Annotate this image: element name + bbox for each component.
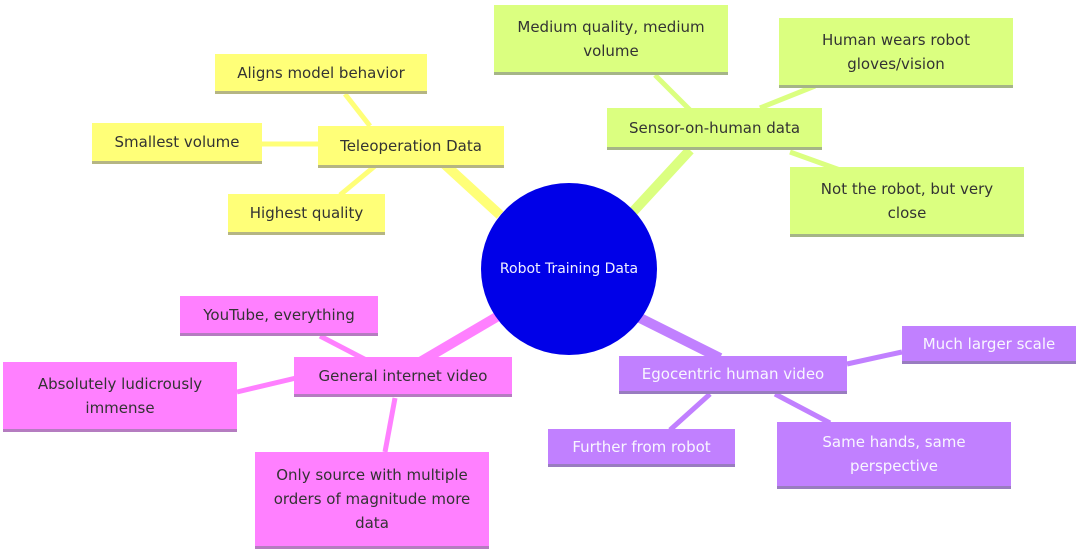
link-teleoperation-highest bbox=[338, 164, 377, 197]
leaf-label: Smallest volume bbox=[114, 133, 240, 151]
root-label: Robot Training Data bbox=[499, 261, 639, 277]
link-egocentric-further bbox=[668, 392, 712, 432]
leaf-robot-gloves: Human wears robot gloves/vision bbox=[779, 18, 1013, 88]
link-root-egocentric bbox=[637, 313, 723, 363]
branch-teleoperation: Teleoperation Data bbox=[318, 126, 504, 168]
leaf-label: Only source with multiple orders of magn… bbox=[273, 466, 471, 532]
branch-label: General internet video bbox=[318, 366, 488, 385]
leaf-same-hands-perspective: Same hands, same perspective bbox=[777, 422, 1011, 489]
link-internet-immense bbox=[236, 375, 297, 395]
leaf-ludicrously-immense: Absolutely ludicrously immense bbox=[3, 362, 237, 432]
branch-egocentric-human-video: Egocentric human video bbox=[619, 356, 847, 394]
link-teleoperation-aligns bbox=[343, 92, 372, 128]
link-sensor-gloves bbox=[759, 83, 816, 111]
leaf-label: Not the robot, but very close bbox=[820, 179, 994, 222]
branch-general-internet-video: General internet video bbox=[294, 357, 512, 397]
leaf-multiple-orders-magnitude: Only source with multiple orders of magn… bbox=[255, 452, 489, 549]
leaf-further-from-robot: Further from robot bbox=[548, 429, 735, 467]
leaf-label: Further from robot bbox=[572, 437, 711, 456]
leaf-label: Highest quality bbox=[249, 204, 364, 222]
leaf-label: Same hands, same perspective bbox=[822, 433, 966, 475]
leaf-label: YouTube, everything bbox=[203, 305, 355, 324]
link-root-teleoperation bbox=[436, 156, 504, 219]
link-internet-source bbox=[382, 397, 398, 453]
link-root-sensor bbox=[626, 146, 694, 219]
leaf-youtube-everything: YouTube, everything bbox=[180, 296, 378, 336]
leaf-smallest-volume: Smallest volume bbox=[92, 123, 262, 164]
branch-sensor-on-human: Sensor-on-human data bbox=[607, 108, 822, 150]
link-egocentric-hands bbox=[773, 391, 832, 426]
link-egocentric-larger bbox=[846, 349, 903, 367]
root-node: Robot Training Data bbox=[481, 183, 657, 355]
leaf-label: Human wears robot gloves/vision bbox=[822, 30, 970, 73]
leaf-label: Much larger scale bbox=[922, 334, 1056, 353]
leaf-label: Absolutely ludicrously immense bbox=[37, 374, 203, 417]
leaf-much-larger-scale: Much larger scale bbox=[902, 326, 1076, 364]
leaf-not-robot-close: Not the robot, but very close bbox=[790, 167, 1024, 237]
link-root-internet bbox=[417, 310, 503, 367]
link-sensor-medium bbox=[653, 73, 692, 112]
leaf-label: Medium quality, medium volume bbox=[517, 17, 705, 60]
leaf-aligns-model-behavior: Aligns model behavior bbox=[215, 54, 427, 94]
leaf-medium-quality: Medium quality, medium volume bbox=[494, 5, 728, 75]
leaf-label: Aligns model behavior bbox=[237, 63, 405, 82]
branch-label: Teleoperation Data bbox=[340, 136, 482, 155]
branch-label: Sensor-on-human data bbox=[628, 118, 801, 137]
branch-label: Egocentric human video bbox=[641, 364, 825, 383]
leaf-highest-quality: Highest quality bbox=[228, 194, 385, 235]
